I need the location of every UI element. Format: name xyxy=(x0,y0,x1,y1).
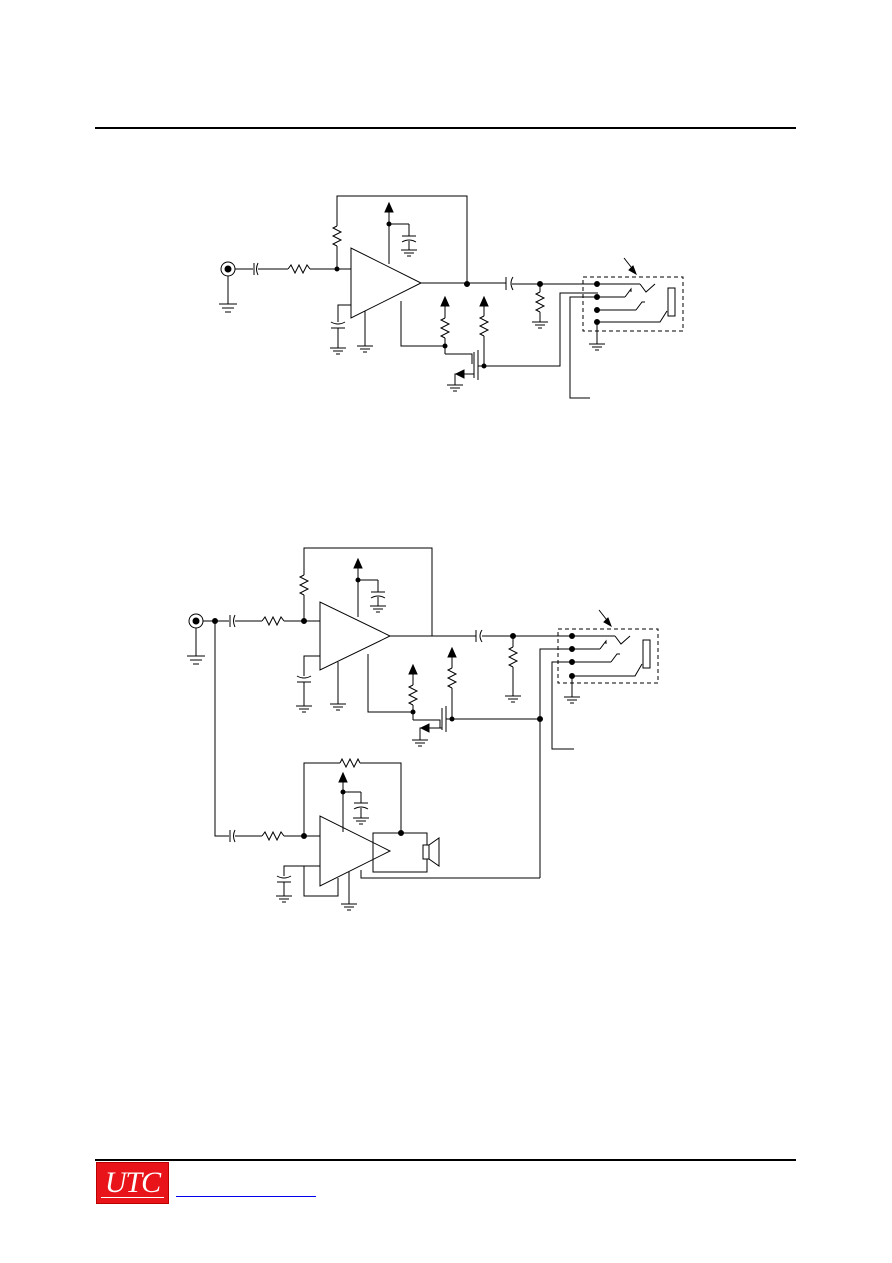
input-jack-icon xyxy=(219,262,237,312)
top-rule xyxy=(95,127,796,129)
website-link[interactable] xyxy=(176,1180,316,1196)
diagram-2 xyxy=(187,548,658,910)
load-resistor-icon xyxy=(536,292,544,312)
pullup-resistor-2-icon xyxy=(480,316,488,336)
speaker-icon xyxy=(373,833,439,872)
diagram-1 xyxy=(219,196,683,398)
input-resistor-icon xyxy=(288,265,310,273)
transistor-2-icon xyxy=(420,706,452,736)
logo-text: UTC xyxy=(104,1166,161,1199)
input-capacitor-3-icon xyxy=(230,830,235,842)
headphone-jack-2-icon xyxy=(558,610,658,703)
amplifier-3-icon xyxy=(320,816,390,886)
feedback-resistor-icon xyxy=(333,226,341,246)
input-resistor-3-icon xyxy=(262,832,284,840)
utc-logo: UTC xyxy=(96,1162,169,1204)
pullup-resistor-1-icon xyxy=(441,318,449,338)
amplifier-2-icon xyxy=(320,602,390,670)
input-capacitor-icon xyxy=(254,263,258,275)
supply-capacitor-icon xyxy=(402,236,416,242)
input-jack-2-icon xyxy=(187,614,205,664)
bypass-capacitor-icon xyxy=(331,322,345,328)
headphone-jack-1-icon xyxy=(583,258,683,350)
input-capacitor-2-icon xyxy=(230,615,235,627)
amplifier-1-icon xyxy=(351,248,421,318)
website-link-underline xyxy=(176,1196,316,1197)
bottom-rule xyxy=(95,1159,796,1161)
transistor-1-icon xyxy=(455,350,484,380)
input-resistor-2-icon xyxy=(262,617,284,625)
logo-line xyxy=(101,1197,164,1198)
feedback-resistor-3-icon xyxy=(340,759,360,767)
output-capacitor-icon xyxy=(506,277,513,290)
feedback-resistor-2-icon xyxy=(300,575,308,595)
